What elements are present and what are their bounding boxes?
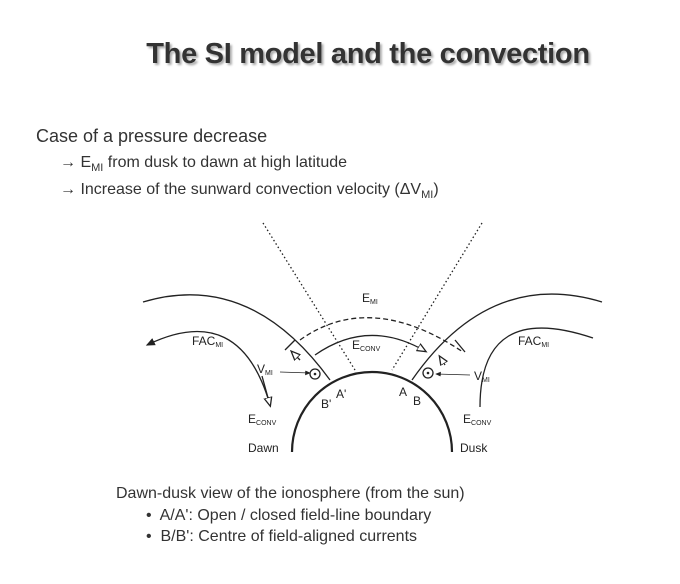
label-v-mi-dusk: VMI — [474, 369, 490, 384]
label-e-mi: EMI — [362, 291, 378, 306]
case-heading: Case of a pressure decrease — [36, 126, 268, 146]
point-text: E — [80, 154, 92, 171]
e-conv-arc — [314, 334, 425, 356]
label-dusk: Dusk — [460, 441, 488, 455]
diagram-caption: Dawn-dusk view of the ionosphere (from t… — [116, 485, 465, 502]
subscript: MI — [421, 189, 434, 202]
point-text: Increase of the sunward convection veloc… — [80, 181, 422, 198]
fac-line-dawn — [145, 330, 271, 406]
fac-line-dusk — [479, 327, 594, 408]
e-conv-dawn — [261, 375, 270, 405]
field-line-dusk-outer — [411, 293, 603, 381]
label-b-prime: B' — [321, 397, 331, 411]
subscript: MI — [91, 162, 104, 175]
label-v-mi-dawn: VMI — [257, 362, 273, 377]
bullet-text: B/B': Centre of field-aligned currents — [160, 528, 418, 545]
tick — [284, 339, 296, 351]
label-b: B — [413, 394, 421, 408]
label-e-conv-dusk: ECONV — [463, 412, 492, 427]
earth-surface — [290, 370, 454, 453]
slide-title: The SI model and the convection — [146, 38, 590, 70]
v-mi-pointer-dawn — [279, 370, 311, 376]
arrow-icon: → — [60, 154, 76, 171]
bullet-item: • A/A': Open / closed field-line boundar… — [146, 507, 431, 525]
boundary-dotted-dawn — [262, 222, 356, 371]
out-of-page-symbol-dawn — [309, 368, 321, 380]
label-e-conv-center: ECONV — [352, 338, 381, 353]
point-1: → EMI from dusk to dawn at high latitude — [60, 154, 347, 174]
point-text: ) — [433, 181, 439, 198]
point-text: from dusk to dawn at high latitude — [103, 154, 348, 171]
boundary-dotted-dusk — [391, 222, 483, 371]
bullet-icon: • — [146, 528, 152, 545]
label-fac-mi-dusk: FACMI — [518, 334, 549, 349]
tick — [454, 339, 466, 353]
label-fac-mi-dawn: FACMI — [192, 334, 223, 349]
label-dawn: Dawn — [248, 441, 279, 455]
point-2: → Increase of the sunward convection vel… — [60, 181, 439, 201]
label-a: A — [399, 385, 407, 399]
label-e-conv-dawn: ECONV — [248, 412, 277, 427]
out-of-page-symbol-dusk — [422, 367, 434, 379]
e-mi-dashed-arc — [299, 317, 464, 353]
v-mi-pointer-dusk — [435, 371, 471, 377]
fac-arrow-dusk — [440, 357, 445, 365]
bullet-item: • B/B': Centre of field-aligned currents — [146, 528, 417, 546]
bullet-text: A/A': Open / closed field-line boundary — [159, 507, 432, 524]
bullet-icon: • — [146, 507, 152, 524]
arrow-icon: → — [60, 181, 76, 198]
field-line-dawn-outer — [142, 294, 331, 381]
label-a-prime: A' — [336, 387, 346, 401]
fac-arrow-dawn — [292, 352, 300, 360]
